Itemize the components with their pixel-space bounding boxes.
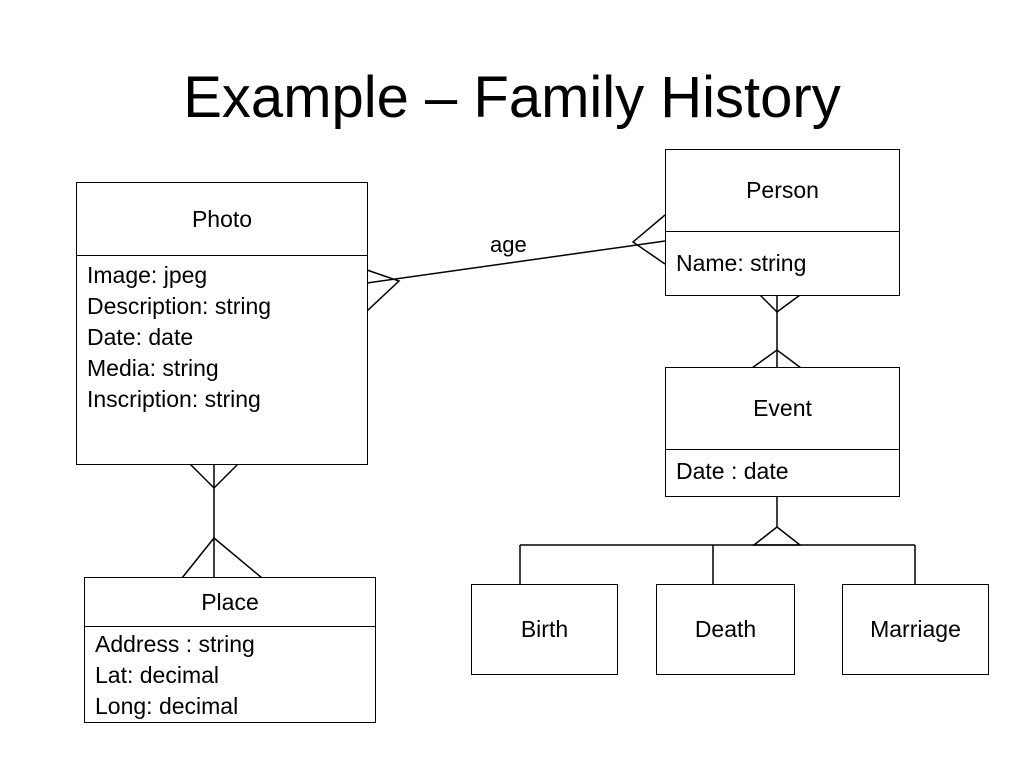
attribute: Inscription: string xyxy=(87,386,261,412)
generalization-triangle xyxy=(751,526,803,546)
entity-person-attributes: Name: string xyxy=(666,232,899,283)
entity-place-attributes: Address : string Lat: decimal Long: deci… xyxy=(85,627,375,726)
person-event-crowsfoot-person xyxy=(759,294,801,313)
relationship-label-age: age xyxy=(490,232,527,257)
subtype-birth: Birth xyxy=(471,584,618,675)
photo-place-crowsfoot-photo xyxy=(189,463,239,490)
attribute: Date: date xyxy=(87,324,194,350)
photo-person-crowsfoot-photo xyxy=(366,269,401,312)
attribute: Long: decimal xyxy=(95,693,239,719)
page-title: Example – Family History xyxy=(183,65,841,130)
entity-event-name: Event xyxy=(666,368,899,450)
entity-place-name: Place xyxy=(85,578,375,627)
subtype-marriage: Marriage xyxy=(842,584,989,675)
attribute: Description: string xyxy=(87,293,272,319)
attribute: Image: jpeg xyxy=(87,262,208,288)
photo-place-crowsfoot-place xyxy=(181,536,263,579)
entity-event: Event Date : date xyxy=(665,367,900,497)
entity-person-name: Person xyxy=(666,150,899,232)
person-event-crowsfoot-event xyxy=(751,349,802,369)
photo-person-crowsfoot-person xyxy=(631,214,666,265)
entity-photo: Photo Image: jpeg Description: string Da… xyxy=(76,182,368,465)
entity-place: Place Address : string Lat: decimal Long… xyxy=(84,577,376,723)
entity-person: Person Name: string xyxy=(665,149,900,296)
attribute: Lat: decimal xyxy=(95,662,220,688)
attribute: Name: string xyxy=(676,250,807,276)
entity-photo-name: Photo xyxy=(77,183,367,256)
attribute: Address : string xyxy=(95,631,255,657)
entity-event-attributes: Date : date xyxy=(666,450,899,491)
photo-person-line xyxy=(366,240,666,284)
entity-photo-attributes: Image: jpeg Description: string Date: da… xyxy=(77,256,367,419)
attribute: Media: string xyxy=(87,355,219,381)
subtype-death: Death xyxy=(656,584,795,675)
attribute: Date : date xyxy=(676,458,789,484)
